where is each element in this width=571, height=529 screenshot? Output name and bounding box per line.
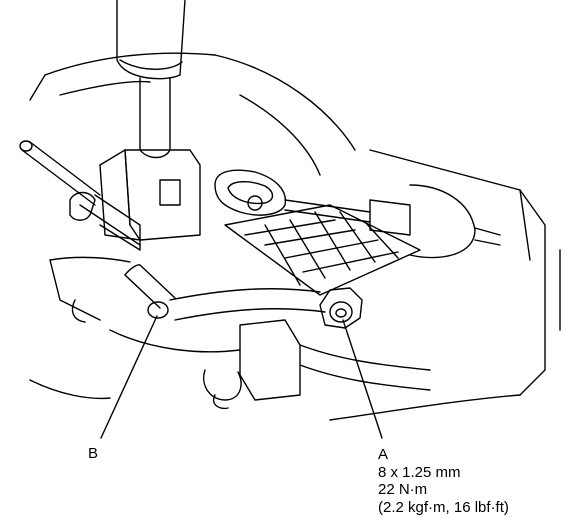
shift-shaft [116,0,186,159]
callout-a-label: A [378,446,389,463]
leader-line-b [100,315,158,439]
leader-line-a [342,319,383,439]
callout-b-label: B [88,445,99,462]
flange-nut-a [319,287,363,329]
callout-a-torque-nm: 22 N·m [378,481,428,498]
callout-a-torque-alt: (2.2 kgf·m, 16 lbf·ft) [378,498,509,516]
callout-a-size: 8 x 1.25 mm [378,463,461,481]
lever-arm [19,140,176,319]
gate-plate [224,204,421,296]
shift-bracket [99,149,201,241]
base-housing [49,256,431,410]
leader-lines [100,315,383,439]
console-outline [29,52,561,421]
callout-a-block: A 8 x 1.25 mm 22 N·m (2.2 kgf·m, 16 lbf·… [378,446,509,516]
cable-end [214,169,501,259]
